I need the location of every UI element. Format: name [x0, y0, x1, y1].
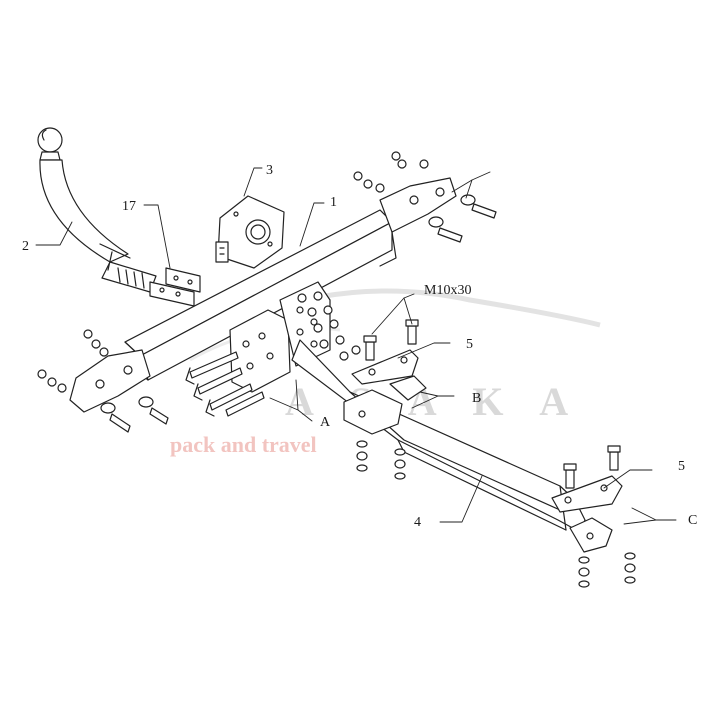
label-part-17: 17 — [122, 199, 136, 214]
center-nuts — [297, 291, 361, 361]
label-point-a: A — [320, 415, 331, 430]
tow-ball-neck — [37, 127, 157, 293]
clamp-plates — [351, 349, 623, 513]
label-part-1: 1 — [330, 195, 337, 210]
center-bolts — [185, 351, 265, 417]
label-point-c: C — [688, 513, 697, 528]
label-point-b: B — [472, 391, 481, 406]
lower-nuts — [356, 440, 636, 588]
label-bolt-m10x30: M10x30 — [424, 283, 471, 298]
right-hardware — [353, 151, 497, 243]
label-part-3: 3 — [266, 163, 273, 178]
side-bar — [291, 339, 613, 553]
part-labels: 1 2 3 17 4 5 5 M10x30 A B C — [22, 163, 697, 530]
label-part-5-front: 5 — [466, 337, 473, 352]
socket-plate — [215, 195, 285, 269]
leader-lines — [35, 167, 677, 525]
left-hardware — [37, 329, 169, 433]
main-crossbar — [69, 177, 457, 413]
label-part-5-rear: 5 — [678, 459, 685, 474]
label-part-2: 2 — [22, 239, 29, 254]
m10x30-bolts — [363, 319, 621, 489]
label-part-4: 4 — [414, 515, 421, 530]
spacer-plates — [149, 267, 201, 307]
center-brackets — [229, 281, 331, 393]
watermark-tagline: pack and travel — [170, 432, 317, 457]
tow-ball — [37, 127, 63, 153]
